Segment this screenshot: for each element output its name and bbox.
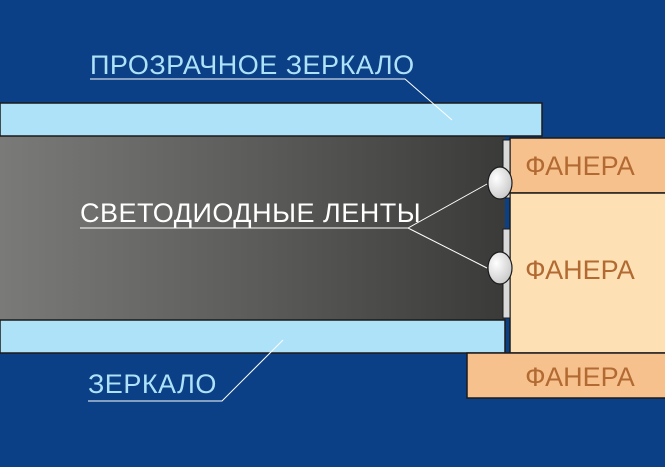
plywood-top-label: ФАНЕРА [525,151,635,181]
plywood-middle-label: ФАНЕРА [525,255,635,285]
mirror-leader-line [88,339,284,402]
transparent-mirror-glass [0,102,543,137]
led-diode-lower [487,251,513,285]
led-strips-leader-line-lower [407,227,488,269]
led-strips-label: СВЕТОДИОДНЫЕ ЛЕНТЫ [80,198,421,228]
transparent-mirror-leader-line [90,78,453,121]
mirror-label: ЗЕРКАЛО [88,369,217,399]
mirror-glass [0,319,506,354]
transparent-mirror-label: ПРОЗРАЧНОЕ ЗЕРКАЛО [90,50,415,80]
led-diode-upper [487,166,513,200]
plywood-bottom-block [466,352,665,399]
plywood-bottom-label: ФАНЕРА [525,362,635,392]
